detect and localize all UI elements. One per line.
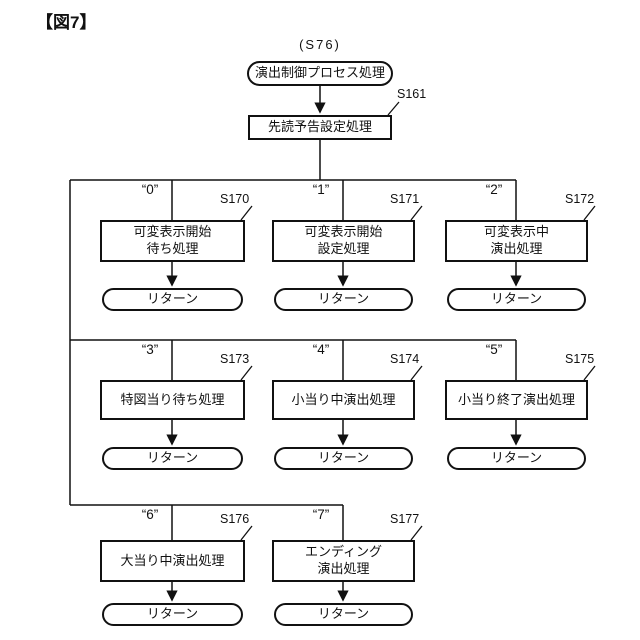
entry-step-label: (S76) <box>299 37 341 52</box>
figure-label: 【図7】 <box>36 13 97 32</box>
return-node-s173: リターン <box>102 447 243 470</box>
step-label-s172: S172 <box>565 192 595 206</box>
process-box-s177: エンディング 演出処理 <box>272 540 415 582</box>
return-node-s177: リターン <box>274 603 413 626</box>
process-box-s173: 特図当り待ち処理 <box>100 380 245 420</box>
process-box-s171: 可変表示開始 設定処理 <box>272 220 415 262</box>
branch-case-0: “0” <box>141 182 159 197</box>
step-label-s177: S177 <box>390 512 420 526</box>
flow-start-node: 演出制御プロセス処理 <box>247 61 393 86</box>
step-label-s173: S173 <box>220 352 250 366</box>
branch-case-5: “5” <box>485 342 503 357</box>
return-node-s174: リターン <box>274 447 413 470</box>
process-box-s174: 小当り中演出処理 <box>272 380 415 420</box>
process-box-s161: 先読予告設定処理 <box>248 115 392 140</box>
return-node-s170: リターン <box>102 288 243 311</box>
process-box-s172: 可変表示中 演出処理 <box>445 220 588 262</box>
branch-case-7: “7” <box>312 507 330 522</box>
branch-case-4: “4” <box>312 342 330 357</box>
process-box-s175: 小当り終了演出処理 <box>445 380 588 420</box>
step-leader-ticks <box>240 101 596 541</box>
step-label-s174: S174 <box>390 352 420 366</box>
branch-case-1: “1” <box>312 182 330 197</box>
branch-case-2: “2” <box>485 182 503 197</box>
return-node-s171: リターン <box>274 288 413 311</box>
return-node-s172: リターン <box>447 288 586 311</box>
return-node-s175: リターン <box>447 447 586 470</box>
process-box-s170: 可変表示開始 待ち処理 <box>100 220 245 262</box>
branch-case-3: “3” <box>141 342 159 357</box>
step-label-s161: S161 <box>397 87 427 101</box>
branch-case-6: “6” <box>141 507 159 522</box>
process-box-s176: 大当り中演出処理 <box>100 540 245 582</box>
step-label-s175: S175 <box>565 352 595 366</box>
return-node-s176: リターン <box>102 603 243 626</box>
step-label-s170: S170 <box>220 192 250 206</box>
step-label-s176: S176 <box>220 512 250 526</box>
step-label-s171: S171 <box>390 192 420 206</box>
